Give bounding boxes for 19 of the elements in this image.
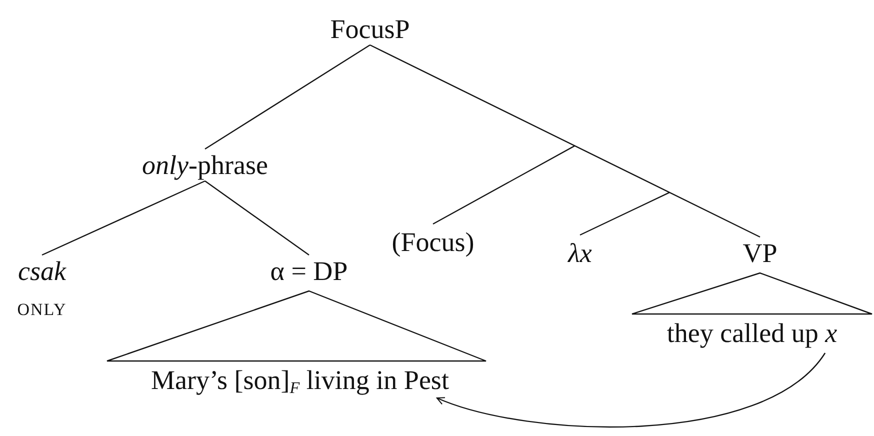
- triangle-roof: [106, 290, 487, 362]
- tree-branch-line: [204, 44, 370, 150]
- tree-node-label: (Focus): [392, 229, 474, 256]
- tree-node-label: λx: [568, 240, 592, 267]
- tree-node-label: Mary’s [son]$_{F}$ living in Pest: [151, 367, 449, 394]
- tree-node-label: FocusP: [330, 16, 410, 43]
- tree-node-label: α = DP: [270, 258, 348, 285]
- tree-node-label: csak: [17, 258, 67, 285]
- triangle-roof: [631, 272, 873, 315]
- tree-branch-line: [370, 44, 760, 238]
- tree-branch-line: [432, 145, 576, 225]
- tree-branch-line: [42, 180, 206, 256]
- movement-arrow: [436, 352, 826, 428]
- gloss-label: ONLY: [17, 301, 67, 318]
- tree-node-label: they called up x: [666, 320, 838, 347]
- tree-branch-line: [580, 192, 670, 236]
- tree-node-label: only-phrase: [142, 152, 268, 179]
- tree-branch-line: [204, 180, 310, 256]
- tree-node-label: VP: [742, 240, 778, 267]
